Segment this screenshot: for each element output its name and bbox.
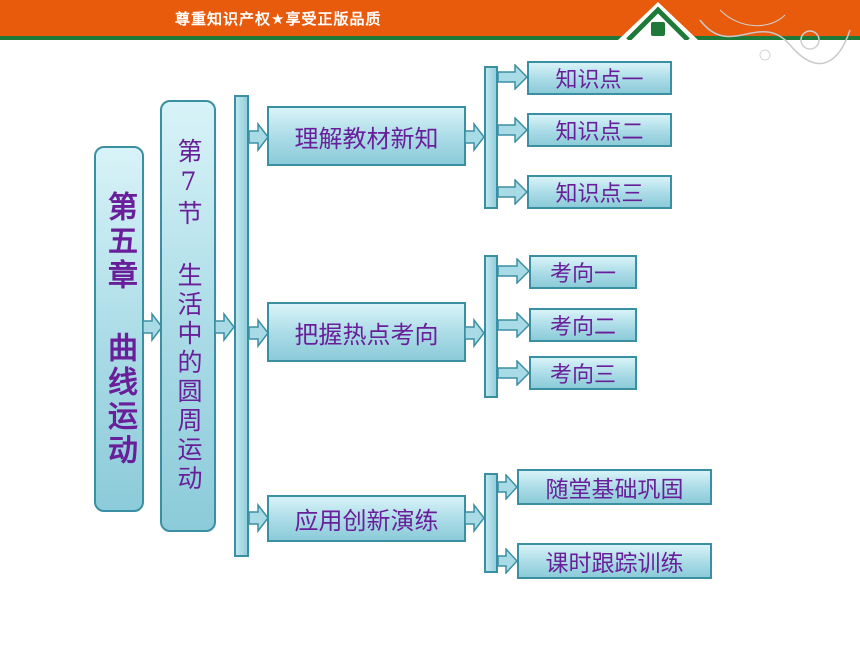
leaf-label: 随堂基础巩固 — [545, 477, 684, 503]
leaf-label: 知识点三 — [555, 182, 644, 207]
leaf-label: 知识点二 — [555, 120, 644, 145]
branch-3-connector-bar — [484, 473, 498, 573]
main-connector-bar — [234, 95, 249, 557]
leaf-box: 考向二 — [529, 308, 637, 342]
branch-label-2: 把握热点考向 — [294, 320, 439, 349]
leaf-box: 知识点一 — [527, 61, 672, 95]
swirl-decoration-icon — [699, 9, 851, 65]
arrow-right-icon — [249, 122, 269, 152]
leaf-label: 知识点一 — [555, 68, 644, 93]
section-label: 第7节 生活中的圆周运动 — [174, 138, 203, 494]
chapter-box: 第五章 曲线运动 — [94, 146, 144, 512]
arrow-right-icon — [215, 312, 235, 342]
triangle-logo-icon — [618, 2, 698, 40]
branch-2-connector-bar — [484, 255, 498, 398]
branch-box-2: 把握热点考向 — [267, 302, 466, 362]
arrow-right-icon — [465, 122, 485, 152]
arrow-right-icon — [465, 318, 485, 348]
arrow-right-icon — [498, 312, 530, 338]
header-slogan: 尊重知识产权★享受正版品质 — [175, 10, 382, 28]
branch-box-3: 应用创新演练 — [267, 495, 466, 542]
header-bar: 尊重知识产权★享受正版品质 — [0, 0, 860, 36]
leaf-box: 考向三 — [529, 356, 637, 390]
leaf-label: 考向三 — [549, 363, 616, 388]
arrow-right-icon — [498, 179, 528, 205]
section-box: 第7节 生活中的圆周运动 — [160, 100, 216, 532]
leaf-box: 知识点二 — [527, 113, 672, 147]
arrow-right-icon — [143, 312, 163, 342]
leaf-label: 课时跟踪训练 — [545, 551, 684, 577]
leaf-label: 考向一 — [549, 262, 616, 287]
branch-label-3: 应用创新演练 — [294, 507, 439, 535]
leaf-box: 随堂基础巩固 — [517, 469, 712, 505]
leaf-box: 课时跟踪训练 — [517, 543, 712, 579]
leaf-box: 知识点三 — [527, 175, 672, 209]
branch-1-connector-bar — [484, 66, 498, 209]
branch-box-1: 理解教材新知 — [267, 106, 466, 166]
leaf-box: 考向一 — [529, 255, 637, 289]
arrow-right-icon — [249, 318, 269, 348]
arrow-right-icon — [498, 64, 528, 90]
arrow-right-icon — [498, 258, 530, 284]
chapter-label: 第五章 曲线运动 — [102, 190, 137, 468]
arrow-right-icon — [498, 548, 518, 574]
branch-label-1: 理解教材新知 — [294, 124, 439, 153]
arrow-right-icon — [498, 360, 530, 386]
arrow-right-icon — [498, 474, 518, 500]
header-divider — [0, 36, 860, 40]
arrow-right-icon — [498, 117, 528, 143]
leaf-label: 考向二 — [549, 315, 616, 340]
arrow-right-icon — [249, 503, 269, 533]
arrow-right-icon — [465, 503, 485, 533]
